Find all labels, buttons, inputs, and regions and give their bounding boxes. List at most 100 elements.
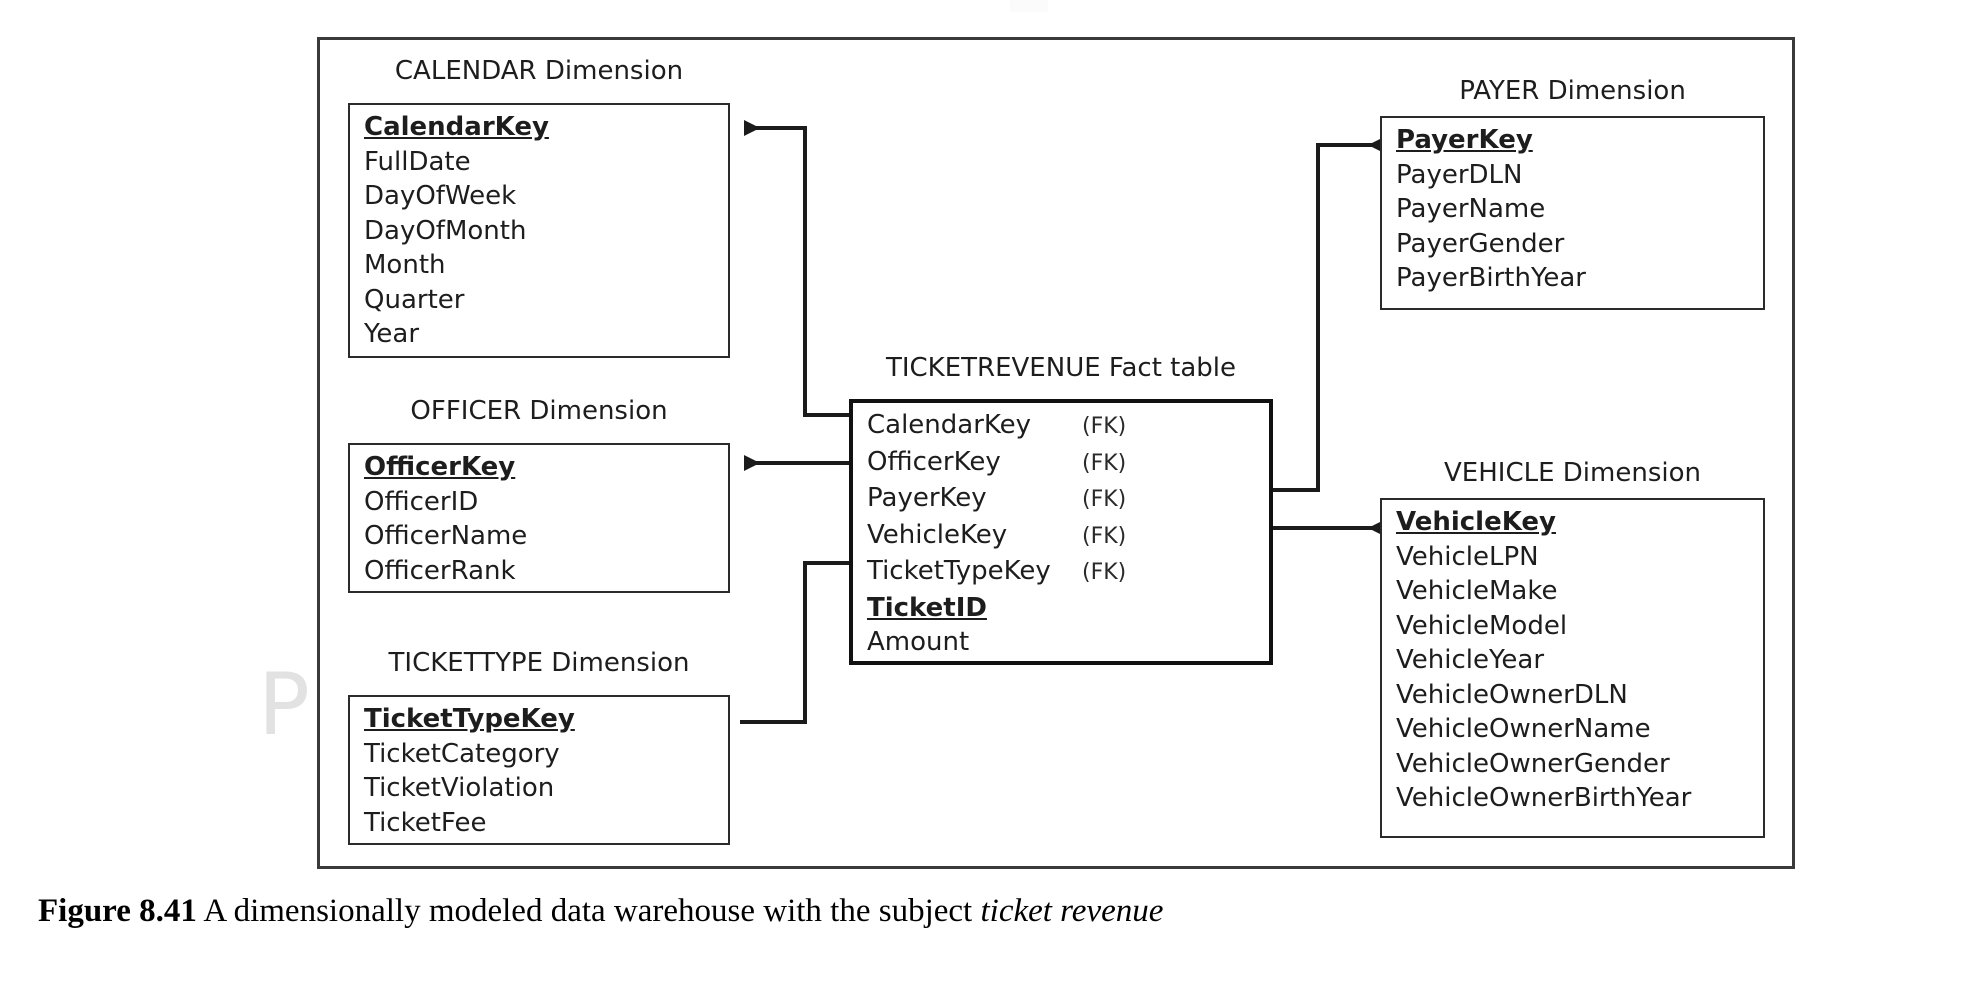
field-name: VehicleKey [1396,507,1556,537]
field-officerid: OfficerID [364,485,728,520]
field-payerbirthyear: PayerBirthYear [1396,261,1763,296]
field-fk-marker: (FK) [1082,560,1127,585]
field-name: VehicleOwnerBirthYear [1396,783,1692,813]
field-payerdln: PayerDLN [1396,158,1763,193]
field-name: Month [364,250,446,280]
field-name: Amount [867,627,970,657]
field-vehicleyear: VehicleYear [1396,643,1763,678]
field-name: PayerDLN [1396,159,1523,190]
entity-calendar-title: CALENDAR Dimension [394,56,684,86]
entity-vehicle-title: VEHICLE Dimension [1444,458,1701,488]
field-dayofweek: DayOfWeek [364,179,728,214]
field-ticketviolation: TicketViolation [364,771,728,806]
entity-payer-title: PAYER Dimension [1459,76,1686,106]
field-name: CalendarKey [867,410,1032,440]
field-name: VehicleLPN [1396,541,1539,572]
field-payerkey: PayerKey (FK) [867,481,1269,518]
entity-fact-fields: CalendarKey(FK)OfficerKey(FK)PayerKey(FK… [853,403,1269,661]
entity-tickettype-title: TICKETTYPE Dimension [388,648,690,678]
field-name: TicketID [867,592,987,623]
field-calendarkey: CalendarKey(FK) [867,408,1269,445]
field-name: OfficerName [364,521,528,551]
field-amount: Amount [867,625,1269,660]
field-year: Year [364,317,728,352]
field-name: OfficerKey [867,446,1001,477]
field-officerkey: OfficerKey (FK) [867,445,1269,482]
field-fk-marker: (FK) [1082,487,1127,512]
field-fk-marker: (FK) [1082,523,1127,549]
field-dayofmonth: DayOfMonth [364,214,728,249]
caption-text: A dimensionally modeled data warehouse w… [203,893,973,929]
field-name: DayOfWeek [364,181,517,211]
entity-fact-ticketrevenue[interactable]: TICKETREVENUE Fact table CalendarKey(FK)… [849,355,1273,665]
field-fulldate: FullDate [364,145,728,180]
field-vehiclelpn: VehicleLPN [1396,540,1763,575]
field-name: TicketTypeKey [364,704,575,734]
field-name: VehicleOwnerDLN [1396,679,1628,710]
field-name: PayerKey [867,483,987,513]
field-name: VehicleKey [867,519,1008,550]
field-name: TicketFee [364,807,487,838]
field-vehiclemake: VehicleMake [1396,574,1763,609]
field-officerrank: OfficerRank [364,554,728,589]
field-name: PayerName [1396,194,1546,224]
field-name: TicketCategory [364,738,560,769]
caption-label: Figure 8.41 [38,893,197,929]
field-name: VehicleModel [1396,610,1568,641]
field-payergender: PayerGender [1396,227,1763,262]
entity-fact-title: TICKETREVENUE Fact table [885,353,1237,383]
field-calendarkey: CalendarKey [364,110,728,145]
caption-emphasis: ticket revenue [980,893,1164,929]
field-name: OfficerRank [364,555,516,586]
field-name: CalendarKey [364,112,549,142]
field-vehicleownerbirthyear: VehicleOwnerBirthYear [1396,781,1763,816]
field-name: Year [364,319,420,349]
field-name: TicketViolation [364,773,555,803]
field-month: Month [364,248,728,283]
field-tickettypekey: TicketTypeKey [364,702,728,737]
entity-officer-title: OFFICER Dimension [410,396,668,426]
field-name: PayerBirthYear [1396,263,1586,293]
field-vehicleownername: VehicleOwnerName [1396,712,1763,747]
field-ticketid: TicketID [867,591,1269,626]
field-name: OfficerID [364,486,479,517]
field-officerkey: OfficerKey [364,450,728,485]
field-name: VehicleMake [1396,576,1558,606]
field-name: TicketTypeKey [867,556,1051,586]
field-name: DayOfMonth [364,215,527,246]
field-fk-marker: (FK) [1082,450,1127,476]
field-tickettypekey: TicketTypeKey (FK) [867,554,1269,591]
field-payername: PayerName [1396,192,1763,227]
page-speck [1010,0,1048,12]
field-name: VehicleYear [1396,645,1545,675]
field-vehicleownerdln: VehicleOwnerDLN [1396,678,1763,713]
field-vehiclekey: VehicleKey [1396,505,1763,540]
field-name: PayerKey [1396,125,1533,155]
field-vehicleownergender: VehicleOwnerGender [1396,747,1763,782]
figure-caption: Figure 8.41 A dimensionally modeled data… [38,893,1538,929]
field-officername: OfficerName [364,519,728,554]
field-name: Quarter [364,284,465,315]
field-quarter: Quarter [364,283,728,318]
field-ticketcategory: TicketCategory [364,737,728,772]
field-name: OfficerKey [364,452,516,482]
field-name: FullDate [364,146,471,177]
field-vehiclemodel: VehicleModel [1396,609,1763,644]
entity-fact-box: CalendarKey(FK)OfficerKey(FK)PayerKey(FK… [849,399,1273,665]
watermark: P [258,655,310,755]
